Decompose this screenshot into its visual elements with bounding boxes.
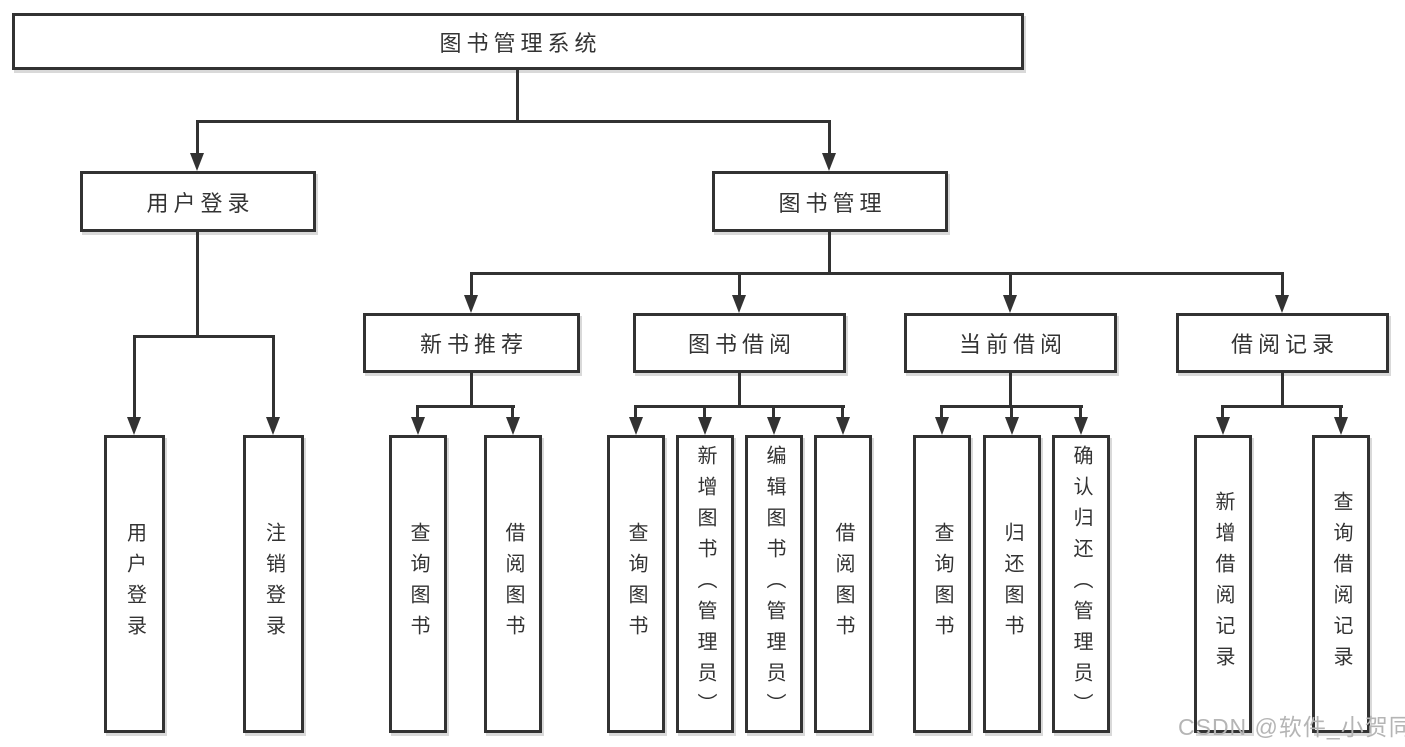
arrowhead — [629, 417, 643, 435]
node-label: 用户登录 — [146, 190, 255, 216]
connector-drop — [1010, 405, 1013, 417]
connector-root-vline — [516, 69, 519, 123]
node-label: 归还图书 — [1001, 522, 1023, 646]
arrowhead — [266, 417, 280, 435]
node-query-books-borrowing: 查询图书 — [607, 435, 665, 733]
arrowhead — [1275, 295, 1289, 313]
node-label: 新书推荐 — [419, 332, 528, 357]
connector-drop-user-login — [196, 120, 199, 153]
arrowhead — [1074, 417, 1088, 435]
node-current-borrowing: 当前借阅 — [904, 313, 1117, 373]
node-label: 注销登录 — [262, 522, 285, 646]
arrowhead — [1003, 295, 1017, 313]
node-label: 新增图书（管理员） — [694, 444, 716, 724]
node-label: 查询图书 — [931, 522, 953, 646]
connector-drop — [703, 405, 706, 417]
connector-drop — [634, 405, 637, 417]
connector-new-book-rec-vline — [470, 373, 473, 407]
arrowhead — [822, 153, 836, 171]
node-new-book-recommendation: 新书推荐 — [363, 313, 580, 373]
node-query-books-recommend: 查询图书 — [389, 435, 447, 733]
node-library-management-system: 图书管理系统 — [12, 13, 1024, 70]
node-query-books-current: 查询图书 — [913, 435, 971, 733]
arrowhead — [1005, 417, 1019, 435]
arrowhead — [190, 153, 204, 171]
connector-book-mgmt-vline — [828, 232, 831, 275]
node-label: 借阅记录 — [1230, 332, 1339, 357]
node-label: 确认归还（管理员） — [1070, 444, 1092, 724]
connector-new-book-rec-hline — [416, 405, 515, 408]
connector-drop — [416, 405, 419, 417]
connector-drop — [772, 405, 775, 417]
connector-drop — [1079, 405, 1082, 417]
arrowhead — [506, 417, 520, 435]
node-label: 图书管理 — [778, 190, 887, 216]
node-label: 用户登录 — [123, 522, 146, 646]
node-borrow-books-borrowing: 借阅图书 — [814, 435, 872, 733]
arrowhead — [935, 417, 949, 435]
node-add-book-admin: 新增图书（管理员） — [676, 435, 734, 733]
connector-drop — [511, 405, 514, 417]
connector-borrowing-records-vline — [1281, 373, 1284, 407]
arrowhead — [698, 417, 712, 435]
connector-drop-book-borrowing — [738, 272, 741, 295]
connector-drop — [841, 405, 844, 417]
arrowhead — [1334, 417, 1348, 435]
connector-book-borrowing-hline — [634, 405, 845, 408]
node-label: 借阅图书 — [502, 522, 524, 646]
node-confirm-return-admin: 确认归还（管理员） — [1052, 435, 1110, 733]
node-logout: 注销登录 — [243, 435, 304, 733]
node-add-borrow-record: 新增借阅记录 — [1194, 435, 1252, 733]
connector-root-hline — [196, 120, 831, 123]
node-book-borrowing: 图书借阅 — [633, 313, 846, 373]
node-label: 图书管理系统 — [439, 30, 602, 56]
node-label: 当前借阅 — [958, 332, 1067, 357]
connector-book-mgmt-hline — [470, 272, 1283, 275]
node-user-login-action: 用户登录 — [104, 435, 165, 733]
node-label: 查询图书 — [625, 522, 647, 646]
connector-drop-borrowing-records — [1281, 272, 1284, 295]
arrowhead — [836, 417, 850, 435]
node-label: 查询图书 — [407, 522, 429, 646]
node-user-login: 用户登录 — [80, 171, 316, 232]
node-query-borrow-record: 查询借阅记录 — [1312, 435, 1370, 733]
node-label: 编辑图书（管理员） — [763, 444, 785, 724]
node-borrow-books-recommend: 借阅图书 — [484, 435, 542, 733]
connector-drop-new-book-rec — [470, 272, 473, 295]
arrowhead — [127, 417, 141, 435]
connector-current-borrowing-vline — [1009, 373, 1012, 407]
connector-drop-current-borrowing — [1009, 272, 1012, 295]
node-label: 新增借阅记录 — [1212, 491, 1234, 677]
arrowhead — [1216, 417, 1230, 435]
connector-drop — [1339, 405, 1342, 417]
connector-drop-logout-leaf — [272, 335, 275, 417]
arrowhead — [464, 295, 478, 313]
connector-borrowing-records-hline — [1221, 405, 1343, 408]
node-label: 图书借阅 — [687, 332, 796, 357]
arrowhead — [767, 417, 781, 435]
connector-user-login-vline — [196, 232, 199, 338]
node-borrowing-records: 借阅记录 — [1176, 313, 1389, 373]
arrowhead — [411, 417, 425, 435]
connector-book-borrowing-vline — [738, 373, 741, 407]
node-edit-book-admin: 编辑图书（管理员） — [745, 435, 803, 733]
connector-drop — [1221, 405, 1224, 417]
node-return-books: 归还图书 — [983, 435, 1041, 733]
connector-drop — [940, 405, 943, 417]
csdn-watermark: CSDN @软件_小贺同学 — [1178, 714, 1405, 740]
node-label: 借阅图书 — [832, 522, 854, 646]
connector-user-login-hline — [133, 335, 275, 338]
arrowhead — [732, 295, 746, 313]
connector-drop-login-leaf — [133, 335, 136, 417]
connector-drop-book-management — [828, 120, 831, 153]
node-label: 查询借阅记录 — [1330, 491, 1352, 677]
node-book-management: 图书管理 — [712, 171, 948, 232]
